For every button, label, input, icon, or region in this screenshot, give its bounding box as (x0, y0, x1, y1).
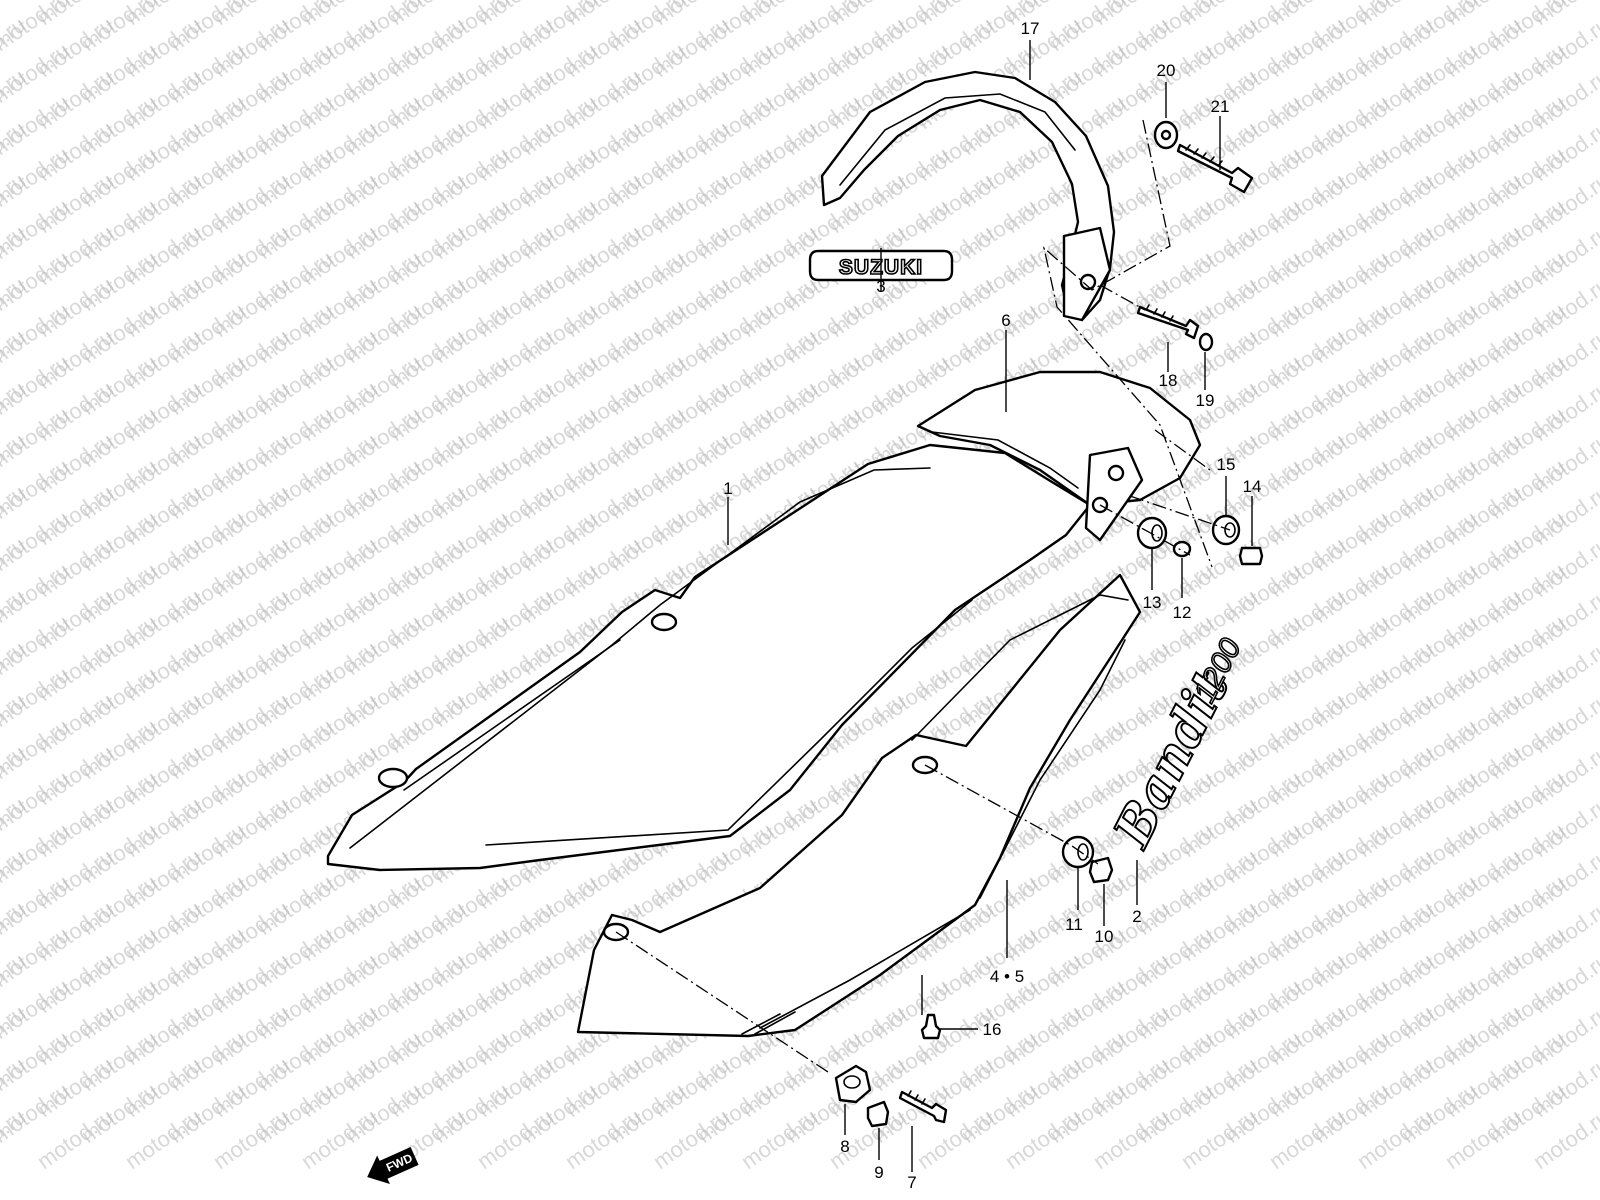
part-1-mount-hole-front (377, 767, 409, 789)
part-20-washer (1153, 120, 1179, 150)
part-16-clip (920, 1013, 942, 1040)
part-15-grommet (1211, 514, 1241, 546)
callout-13: 13 (1143, 593, 1162, 612)
part-13-grommet (1136, 516, 1168, 550)
part-6-bracket-hole-a (1107, 464, 1125, 482)
callout-18: 18 (1159, 371, 1178, 390)
part-14-collar (1238, 546, 1264, 566)
callout-17: 17 (1021, 19, 1040, 38)
callout-14: 14 (1243, 477, 1262, 496)
callout-7: 7 (907, 1173, 916, 1192)
callout-6: 6 (1001, 311, 1010, 330)
callout-10: 10 (1095, 927, 1114, 946)
callout-1: 1 (723, 479, 732, 498)
callout-12: 12 (1173, 603, 1192, 622)
part-9-collar (866, 1100, 890, 1128)
callout-16: 16 (983, 1020, 1002, 1039)
callout-11: 11 (1065, 915, 1083, 934)
part-19-nut (1198, 332, 1214, 352)
callout-2: 2 (1132, 907, 1141, 926)
part-11-grommet (1061, 835, 1095, 869)
callout-8: 8 (840, 1137, 849, 1156)
part-10-collar (1088, 856, 1114, 884)
callout-15: 15 (1217, 455, 1236, 474)
callout-20: 20 (1157, 61, 1176, 80)
part-1-mount-hole-mid (650, 612, 678, 632)
callout-19: 19 (1196, 391, 1215, 410)
callout-21: 21 (1211, 97, 1230, 116)
callout-9: 9 (874, 1163, 883, 1182)
callout-3: 3 (876, 277, 885, 296)
callout-4-5: 4 • 5 (990, 967, 1024, 986)
